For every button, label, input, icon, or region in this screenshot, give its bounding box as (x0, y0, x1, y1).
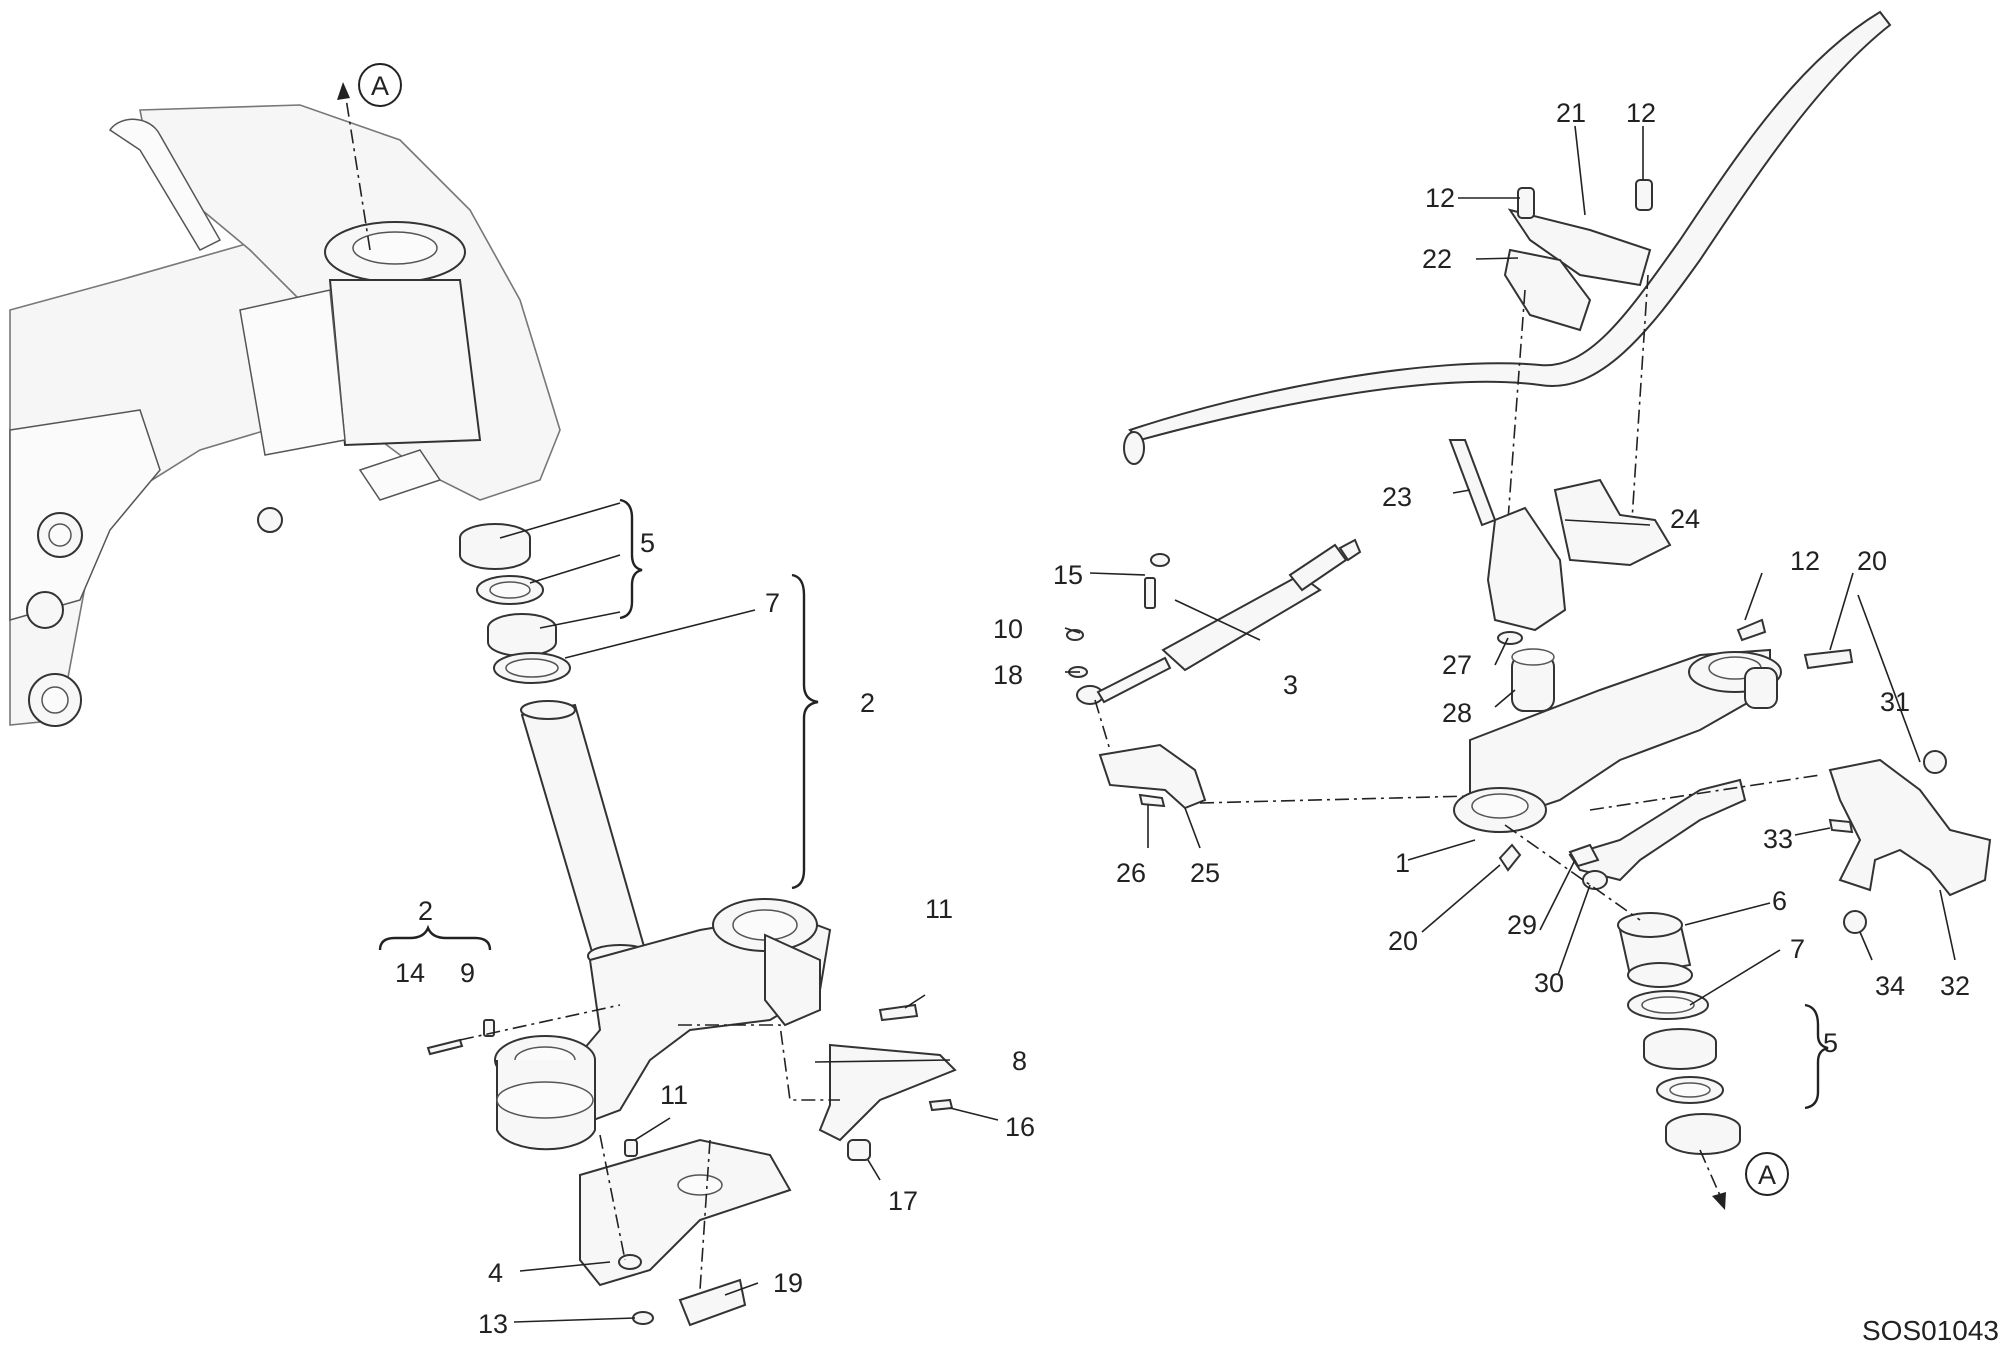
bracket-right (1568, 778, 1747, 890)
callout-27: 27 (1442, 650, 1472, 680)
bearing-set-right (1617, 912, 1741, 1155)
riser-assembly (1448, 439, 1672, 712)
motorcycle-frame (9, 104, 561, 727)
axis-stem-right (1504, 824, 1641, 921)
fasteners-left (426, 1003, 954, 1327)
handlebar (1123, 10, 1892, 465)
callout-2-left: 2 (418, 896, 433, 926)
callout-7-right: 7 (1790, 934, 1805, 964)
callout-12-upper-right: 12 (1626, 98, 1656, 128)
callout-19: 19 (773, 1268, 803, 1298)
lower-triple-clamp (494, 898, 832, 1151)
callout-4: 4 (488, 1258, 503, 1288)
callout-16: 16 (1005, 1112, 1035, 1142)
callout-20-lower: 20 (1388, 926, 1418, 956)
callout-9: 9 (460, 958, 475, 988)
callout-21: 21 (1556, 98, 1586, 128)
callout-24: 24 (1670, 504, 1700, 534)
callout-5-left: 5 (640, 528, 655, 558)
callout-12-upper-left: 12 (1425, 183, 1455, 213)
handlebar-clamps (1503, 179, 1653, 332)
axis-pin (459, 1004, 621, 1041)
reference-marker-bottom: A (1699, 1149, 1789, 1210)
callout-12-mid: 12 (1790, 546, 1820, 576)
callout-1: 1 (1395, 848, 1410, 878)
callout-11-left: 11 (660, 1080, 688, 1110)
axis-clamp-1 (1507, 289, 1526, 521)
axis-cover-2 (699, 1139, 711, 1291)
callout-28: 28 (1442, 698, 1472, 728)
brace-5-left (619, 498, 643, 620)
brace-2-lower (378, 924, 492, 951)
callout-14: 14 (395, 958, 425, 988)
axis-bracket (678, 1024, 840, 1101)
upper-triple-clamp (1453, 618, 1854, 872)
callout-15: 15 (1053, 560, 1083, 590)
callout-5-right: 5 (1823, 1028, 1838, 1058)
axis-instrument (1589, 774, 1821, 811)
callout-30: 30 (1534, 968, 1564, 998)
callout-25: 25 (1190, 858, 1220, 888)
callout-labels: 5 7 2 2 14 9 11 11 8 16 17 4 13 19 15 10… (395, 98, 1970, 1339)
steering-damper (1066, 538, 1362, 705)
lower-cover (579, 1138, 792, 1287)
reference-label-a-bottom: A (1758, 1160, 1776, 1190)
leader-lines (499, 125, 1956, 1323)
axis-damper (1094, 699, 1111, 751)
callout-10: 10 (993, 614, 1023, 644)
callout-18: 18 (993, 660, 1023, 690)
callout-20-upper: 20 (1857, 546, 1887, 576)
callout-3: 3 (1283, 670, 1298, 700)
callout-17: 17 (888, 1186, 918, 1216)
callout-22: 22 (1422, 244, 1452, 274)
callout-32: 32 (1940, 971, 1970, 1001)
damper-bracket (1098, 743, 1207, 810)
steering-stem (520, 700, 653, 968)
callout-31: 31 (1880, 687, 1910, 717)
drawing-code: SOS01043 (1862, 1315, 1999, 1346)
callout-29: 29 (1507, 910, 1537, 940)
reference-marker-top: A (337, 63, 402, 251)
callout-6: 6 (1772, 886, 1787, 916)
instrument-bracket (1828, 750, 1992, 934)
reference-label-a-top: A (371, 71, 389, 101)
brace-5-right (1804, 1003, 1829, 1110)
callout-2-right: 2 (860, 688, 875, 718)
callout-8: 8 (1012, 1046, 1027, 1076)
axis-clamp-2 (1631, 274, 1649, 521)
brace-2 (791, 573, 819, 890)
callout-11-right: 11 (925, 894, 953, 924)
callout-33: 33 (1763, 824, 1793, 854)
callout-7-left: 7 (765, 588, 780, 618)
axis-cover (599, 1134, 626, 1261)
callout-26: 26 (1116, 858, 1146, 888)
bearing-set-top-left (459, 523, 571, 684)
axis-bracket-right (1199, 794, 1511, 804)
callout-13: 13 (478, 1309, 508, 1339)
callout-34: 34 (1875, 971, 1905, 1001)
callout-23: 23 (1382, 482, 1412, 512)
